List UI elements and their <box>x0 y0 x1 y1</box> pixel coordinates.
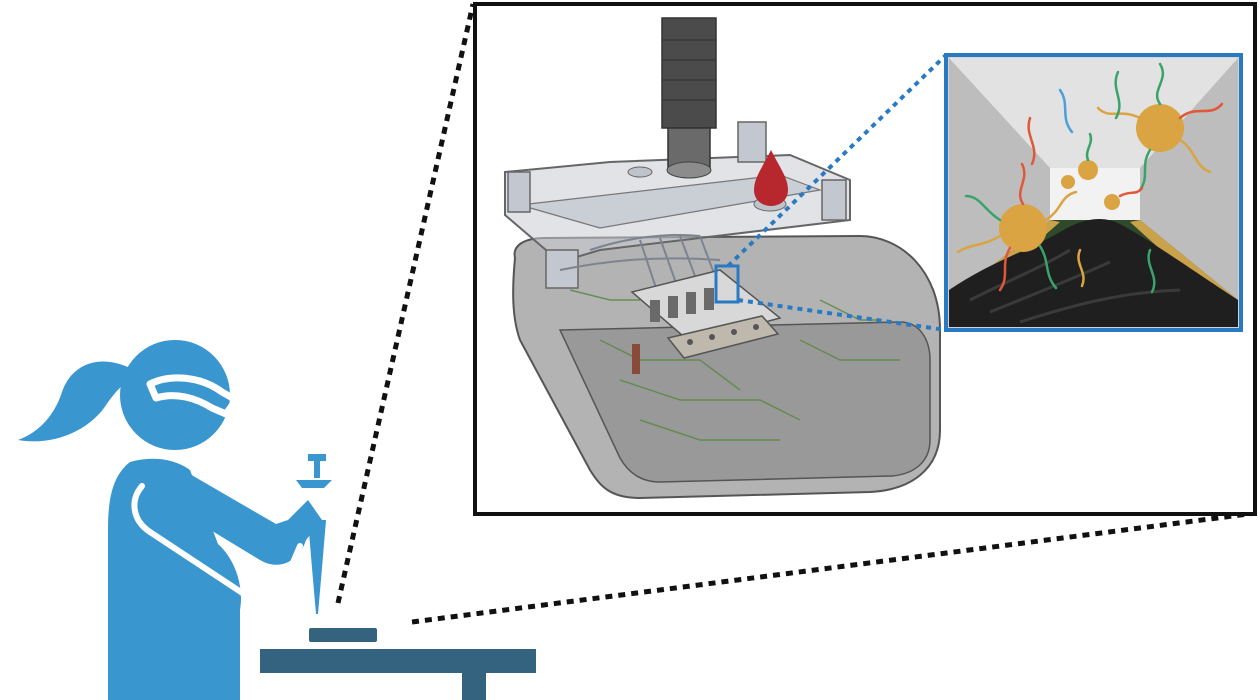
microfluidic-sensor-device-icon <box>504 17 941 500</box>
pipette-shaft <box>314 460 320 478</box>
circuit-traces <box>569 289 900 441</box>
arm <box>148 466 322 565</box>
ponytail <box>18 361 130 442</box>
bench-leg <box>462 673 486 700</box>
arm-outline <box>131 483 303 605</box>
dna-strands <box>956 62 1224 294</box>
electrodes <box>650 288 714 322</box>
pipette-tip <box>312 568 322 614</box>
blood-drop-icon <box>754 150 788 206</box>
bench-top <box>260 649 536 673</box>
zoom-lines-primary <box>335 3 1257 625</box>
connector <box>632 344 640 374</box>
pipette-grip <box>296 480 332 488</box>
scientist-with-pipette-icon <box>18 340 332 700</box>
zoom-highlight-box <box>714 264 740 304</box>
electrode-plate <box>666 315 780 359</box>
gold-nanoparticles <box>999 104 1184 252</box>
nanoparticle-inset <box>944 53 1243 332</box>
optic-column-icon <box>661 17 717 179</box>
sample-chip <box>309 628 377 642</box>
goggles-icon <box>146 374 240 418</box>
pipette-plunger <box>308 454 326 461</box>
zoom-lines-secondary <box>726 53 948 332</box>
pipette-body <box>308 520 326 568</box>
lab-bench-icon <box>260 628 536 700</box>
